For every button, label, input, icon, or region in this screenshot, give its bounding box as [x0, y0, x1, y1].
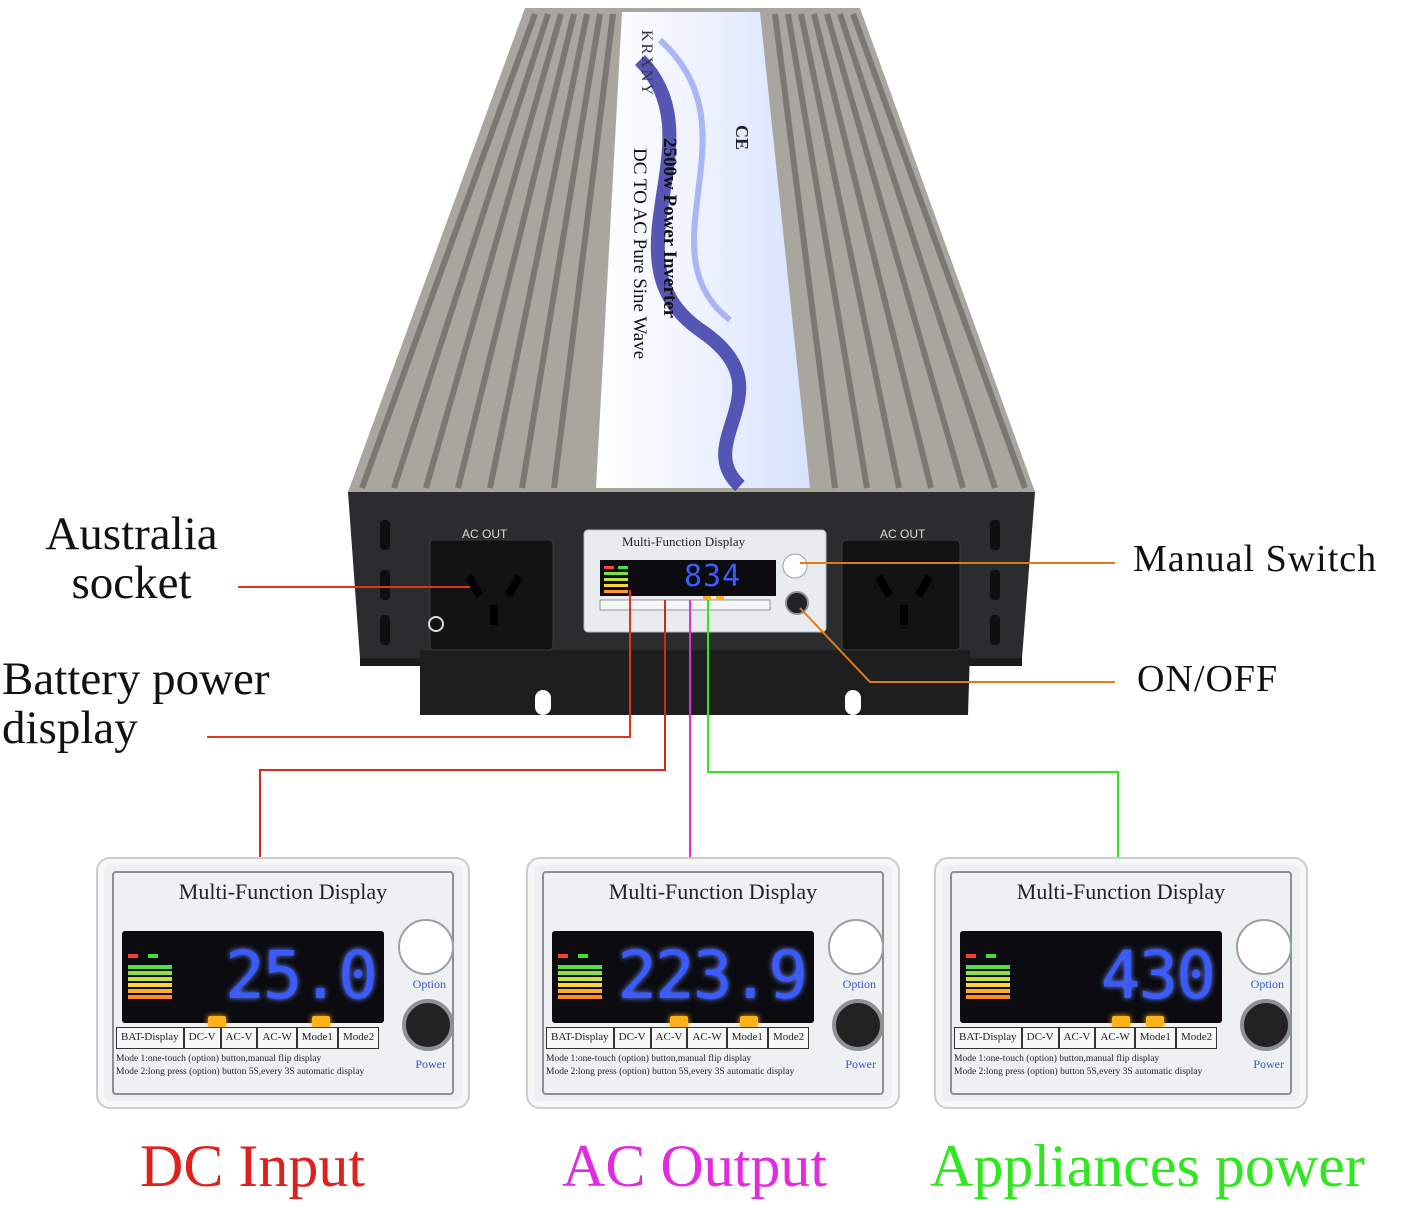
tab-mode1: Mode1	[726, 1027, 768, 1049]
battery-level-bars	[966, 947, 1010, 1017]
product-model-line2: DC TO AC Pure Sine Wave	[629, 148, 650, 360]
option-button[interactable]	[828, 919, 884, 975]
front-display-value: 834	[684, 559, 742, 594]
panel-screen: 223.9	[552, 931, 814, 1023]
product-cert: CE	[732, 125, 752, 151]
panel-reading: 223.9	[617, 937, 808, 1014]
appliances-power-caption: Appliances power	[930, 1133, 1365, 1199]
mode1-note: Mode 1:one-touch (option) button,manual …	[954, 1054, 1160, 1064]
power-button[interactable]	[402, 999, 454, 1051]
tab-mode2: Mode2	[767, 1027, 810, 1049]
panel-title: Multi-Function Display	[608, 879, 818, 904]
dc-input-caption: DC Input	[140, 1133, 365, 1199]
mode-notes: Mode 1:one-touch (option) button,manual …	[546, 1053, 794, 1079]
product-brand: KRXNY	[638, 30, 655, 97]
battery-level-bars	[128, 947, 172, 1017]
tab-mode2: Mode2	[1175, 1027, 1218, 1049]
panel-title: Multi-Function Display	[178, 879, 388, 904]
product-model-line1: 2500w Power Inverter	[659, 138, 680, 319]
dc-input-display-panel: Multi-Function Display 25.0 Option Power…	[96, 857, 470, 1109]
tab-ac-v: AC-V	[650, 1027, 688, 1049]
power-button[interactable]	[1240, 999, 1292, 1051]
tab-dc-v: DC-V	[613, 1027, 651, 1049]
mode1-note: Mode 1:one-touch (option) button,manual …	[116, 1054, 322, 1064]
tab-dc-v: DC-V	[1021, 1027, 1059, 1049]
manual-switch-callout: Manual Switch	[1133, 538, 1378, 580]
on-off-callout: ON/OFF	[1137, 658, 1279, 700]
mode1-note: Mode 1:one-touch (option) button,manual …	[546, 1054, 752, 1064]
tab-ac-v: AC-V	[1058, 1027, 1096, 1049]
option-button[interactable]	[398, 919, 454, 975]
option-button[interactable]	[1236, 919, 1292, 975]
panel-frame	[950, 871, 1292, 1095]
tab-mode2: Mode2	[337, 1027, 380, 1049]
left-ac-outlet	[429, 539, 554, 651]
tab-ac-w: AC-W	[1095, 1027, 1135, 1049]
mode-tabs: BAT-Display DC-V AC-V AC-W Mode1 Mode2	[116, 1027, 380, 1049]
mode2-note: Mode 2:long press (option) button 5S,eve…	[546, 1066, 795, 1077]
indicator-led	[208, 1016, 226, 1027]
right-ac-outlet	[841, 539, 961, 651]
power-label: Power	[1253, 1057, 1284, 1071]
on-off-line	[799, 607, 1115, 683]
tab-bat-display: BAT-Display	[954, 1027, 1022, 1049]
panel-reading: 25.0	[225, 937, 378, 1014]
battery-power-display-callout: Battery power display	[2, 653, 270, 755]
indicator-led	[1112, 1016, 1130, 1027]
indicator-led	[312, 1016, 330, 1027]
ac-out-right-label: AC OUT	[880, 527, 926, 541]
ac-out-left-label: AC OUT	[462, 527, 508, 541]
front-display-title: Multi-Function Display	[622, 534, 746, 549]
mode-notes: Mode 1:one-touch (option) button,manual …	[116, 1053, 364, 1079]
product-label-panel	[596, 12, 810, 488]
panel-screen: 430	[960, 931, 1222, 1023]
mode-tabs: BAT-Display DC-V AC-V AC-W Mode1 Mode2	[954, 1027, 1218, 1049]
tab-ac-w: AC-W	[687, 1027, 727, 1049]
dc-input-line	[259, 600, 666, 858]
battery-display-line	[207, 590, 631, 738]
tab-mode1: Mode1	[1134, 1027, 1176, 1049]
australia-socket-callout: Australia socket	[45, 508, 218, 610]
indicator-led	[1146, 1016, 1164, 1027]
tab-bat-display: BAT-Display	[546, 1027, 614, 1049]
mode2-note: Mode 2:long press (option) button 5S,eve…	[116, 1066, 365, 1077]
panel-frame	[112, 871, 454, 1095]
panel-reading: 430	[1100, 937, 1216, 1014]
power-label: Power	[415, 1057, 446, 1071]
ac-output-display-panel: Multi-Function Display 223.9 Option Powe…	[526, 857, 900, 1109]
mode-tabs: BAT-Display DC-V AC-V AC-W Mode1 Mode2	[546, 1027, 810, 1049]
ac-output-caption: AC Output	[562, 1133, 828, 1199]
appliances-power-display-panel: Multi-Function Display 430 Option Power …	[934, 857, 1308, 1109]
power-label: Power	[845, 1057, 876, 1071]
mounting-base	[420, 650, 970, 715]
tab-ac-w: AC-W	[257, 1027, 297, 1049]
option-label: Option	[412, 977, 446, 991]
battery-level-bars	[558, 947, 602, 1017]
mode-notes: Mode 1:one-touch (option) button,manual …	[954, 1053, 1202, 1079]
indicator-led	[670, 1016, 688, 1027]
appliances-power-line	[707, 600, 1119, 858]
tab-bat-display: BAT-Display	[116, 1027, 184, 1049]
tab-ac-v: AC-V	[220, 1027, 258, 1049]
panel-title: Multi-Function Display	[1016, 879, 1226, 904]
panel-screen: 25.0	[122, 931, 384, 1023]
panel-frame	[542, 871, 884, 1095]
tab-mode1: Mode1	[296, 1027, 338, 1049]
mode2-note: Mode 2:long press (option) button 5S,eve…	[954, 1066, 1203, 1077]
power-button[interactable]	[832, 999, 884, 1051]
option-label: Option	[1250, 977, 1284, 991]
indicator-led	[740, 1016, 758, 1027]
tab-dc-v: DC-V	[183, 1027, 221, 1049]
option-label: Option	[842, 977, 876, 991]
